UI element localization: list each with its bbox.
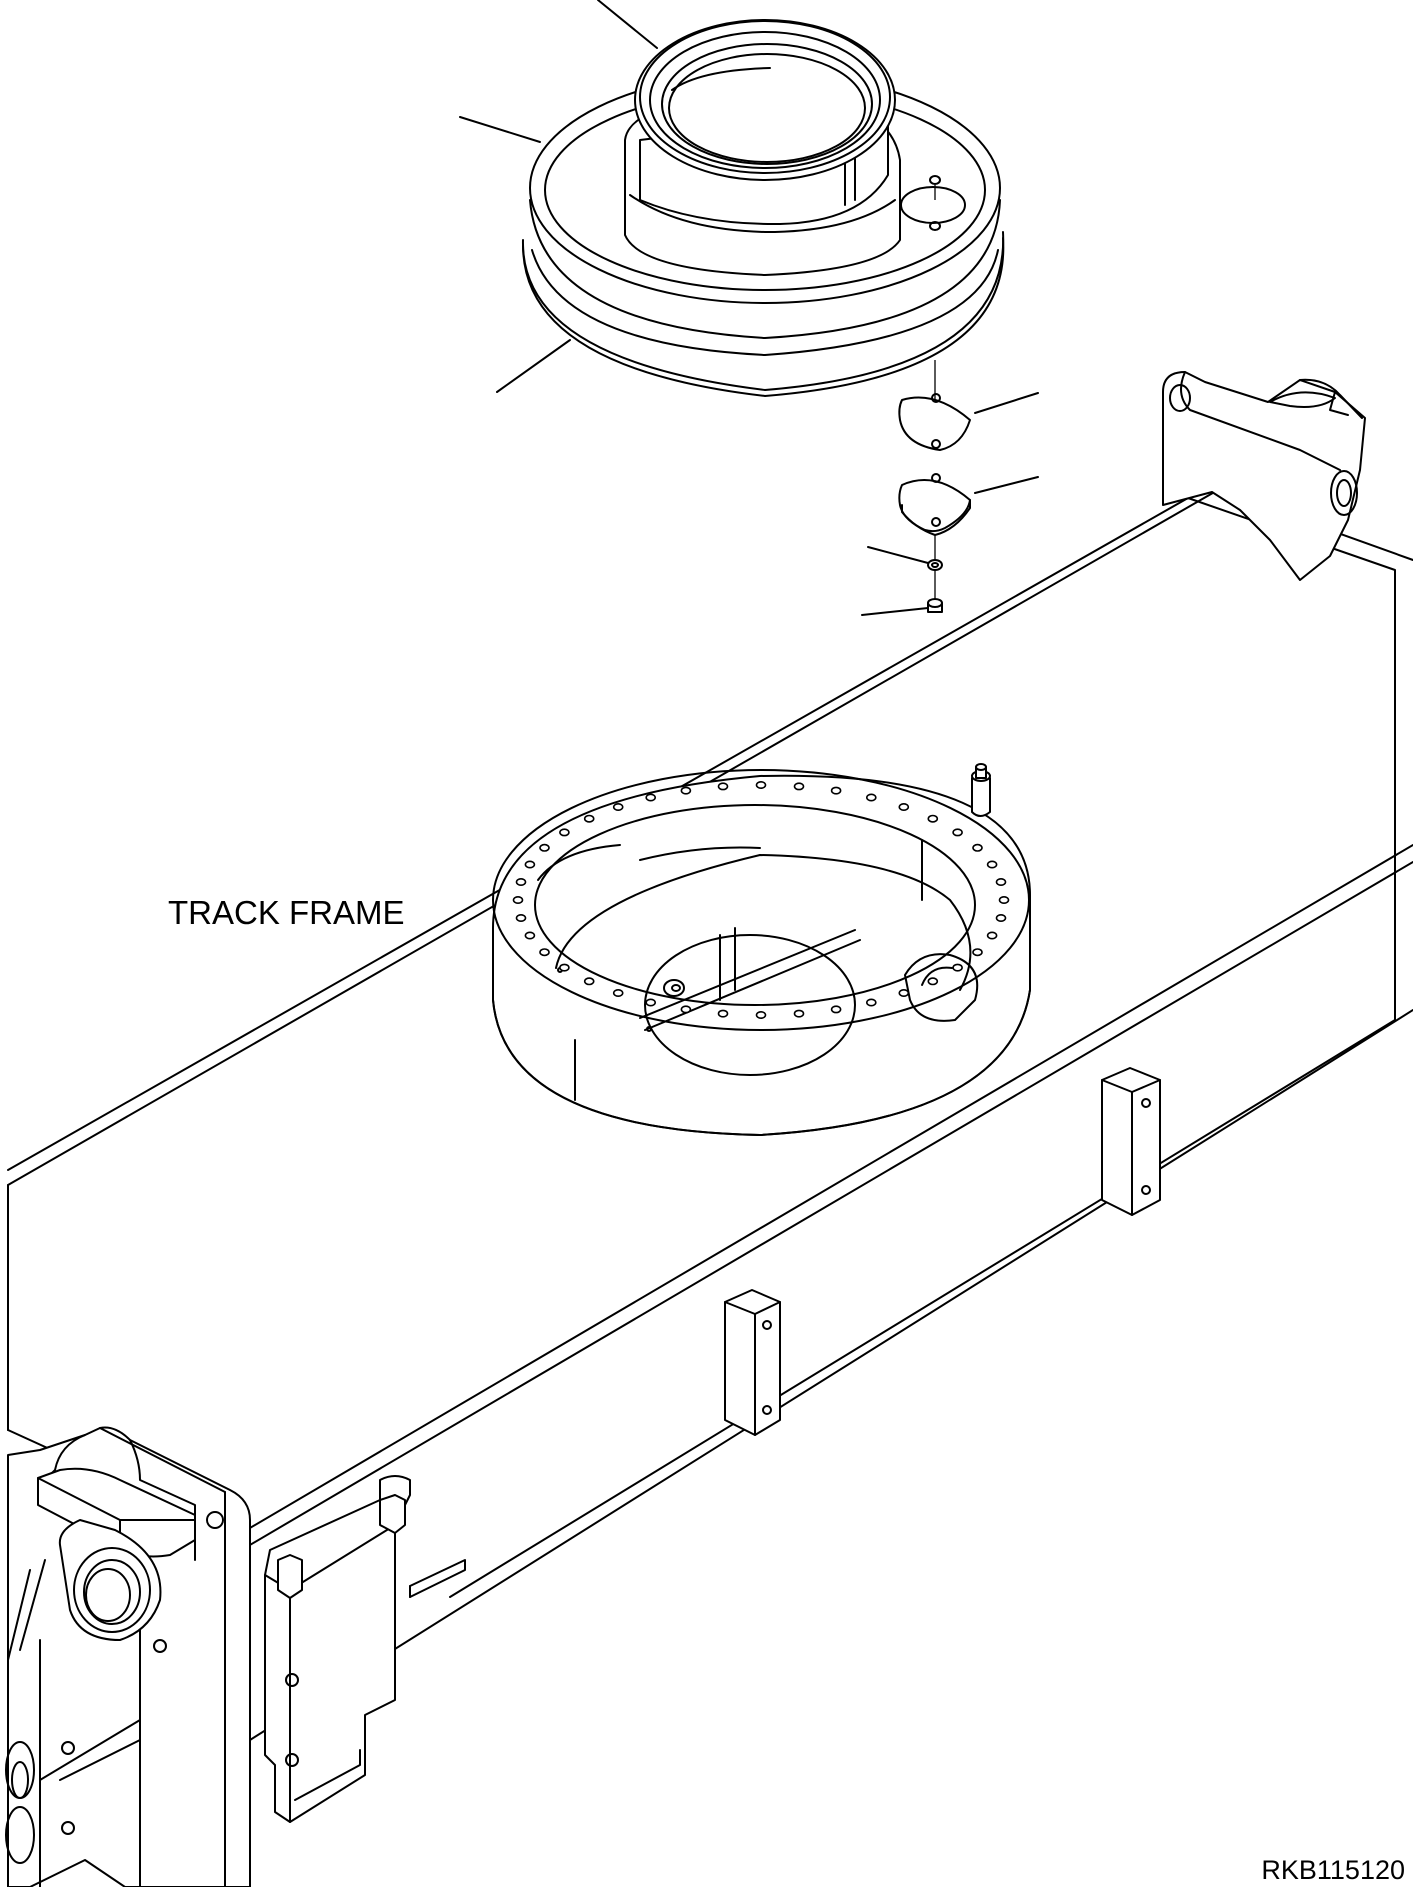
bolt-hole	[995, 913, 1007, 922]
bolt-hole	[612, 988, 624, 997]
bolt-hole	[865, 793, 877, 802]
bolt-hole	[539, 948, 550, 957]
bolt-hole	[612, 802, 624, 811]
bolt-hole	[512, 895, 524, 904]
bolt-hole	[998, 895, 1010, 904]
bolt-hole	[583, 977, 595, 986]
lock-washer	[927, 559, 943, 571]
bolt-hole	[830, 1005, 842, 1014]
bolt-hole	[717, 1009, 729, 1018]
bolt-hole	[793, 1009, 805, 1018]
bolt-hole	[952, 828, 963, 837]
bolt-hole	[680, 1005, 692, 1014]
bolt-hole	[927, 977, 939, 986]
cover-plate-lower	[898, 473, 971, 536]
drawing-code-label: RKB115120	[1261, 1855, 1405, 1885]
bolt-hole-ring	[512, 780, 1010, 1019]
bolt-hole	[793, 782, 805, 791]
bolt-hole	[680, 786, 692, 795]
bolt-hole	[717, 782, 729, 791]
bolt-hole	[524, 931, 536, 940]
bolt-hole	[583, 814, 595, 823]
bolt-hole	[559, 963, 570, 972]
rear-idler-bracket	[1162, 371, 1366, 581]
bolt-hole	[865, 998, 877, 1007]
swing-circle-mount	[492, 769, 1031, 1136]
bolt-hole	[972, 948, 983, 957]
track-guide-block-right	[1101, 1067, 1161, 1216]
leader-lines	[459, 0, 1039, 616]
bolt-hole	[645, 793, 657, 802]
bolt-hole	[539, 843, 550, 852]
bolt-hole	[986, 860, 998, 869]
bolt-hole	[515, 913, 527, 922]
bolt-hole	[927, 814, 939, 823]
track-frame-body	[7, 489, 1413, 1741]
bolt-hole	[515, 877, 527, 886]
bolt-hole	[898, 988, 910, 997]
track-guide-block-center	[724, 1289, 781, 1436]
bolt-hole	[755, 1010, 767, 1019]
dowel-pin	[971, 763, 991, 817]
bolt-hole	[830, 786, 842, 795]
bolt-hole	[898, 802, 910, 811]
bolt-hole	[559, 828, 570, 837]
bolt-hole	[645, 998, 657, 1007]
bolt-hole	[972, 843, 983, 852]
swing-circle-cover	[521, 19, 1005, 397]
bolt-hole	[952, 963, 963, 972]
recoil-spring-housing	[264, 1475, 466, 1823]
bolt	[927, 598, 943, 613]
cover-plate-upper	[898, 393, 971, 451]
bolt-hole	[755, 780, 767, 789]
bolt-hole	[524, 860, 536, 869]
bolt-hole	[986, 931, 998, 940]
bolt-hole	[995, 877, 1007, 886]
front-idler-bracket	[5, 1426, 251, 1887]
track-frame-label: TRACK FRAME	[168, 894, 405, 931]
